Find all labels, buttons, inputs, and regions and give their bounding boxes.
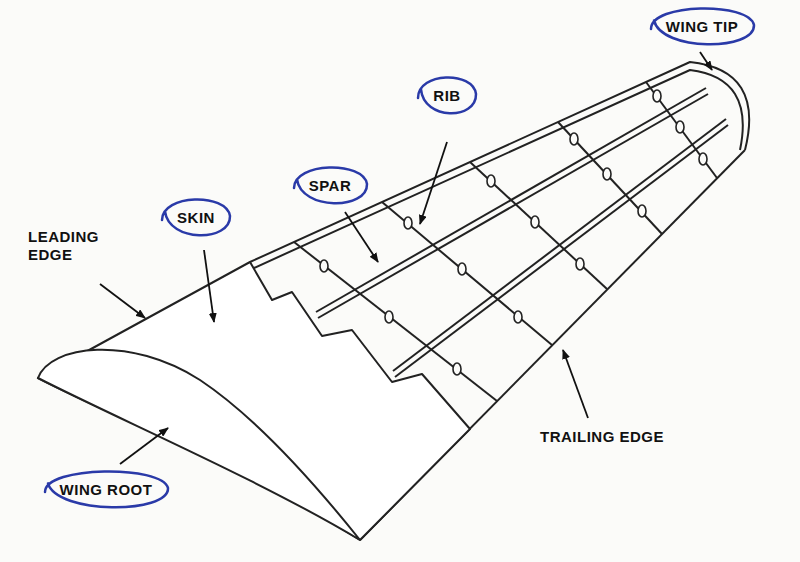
oval-outline — [45, 471, 168, 507]
part-name: WING TIP — [666, 18, 738, 36]
part-name: SPAR — [309, 177, 352, 195]
circled-label: SKIN — [160, 194, 232, 242]
oval-outline — [294, 167, 367, 203]
wing-skin — [38, 262, 470, 540]
part-name: RIB — [433, 87, 460, 105]
oval-outline — [418, 77, 476, 113]
part-name: SKIN — [177, 209, 215, 227]
oval-outline — [651, 8, 754, 44]
part-name: WING ROOT — [60, 481, 153, 499]
wing-root-airfoil — [38, 350, 360, 540]
label-holder: LEADING EDGE — [28, 228, 128, 264]
circled-label: WING TIP — [649, 3, 756, 51]
oval-outline — [162, 199, 230, 235]
part-label: TRAILING EDGE — [540, 428, 710, 446]
circled-label: RIB — [416, 72, 478, 120]
circled-label: SPAR — [292, 162, 369, 210]
circled-label: WING ROOT — [43, 466, 170, 514]
part-label: LEADING EDGE — [28, 228, 128, 264]
leader-arrows — [100, 52, 712, 464]
lightening-holes — [320, 90, 707, 375]
label-holder: TRAILING EDGE — [540, 428, 710, 446]
